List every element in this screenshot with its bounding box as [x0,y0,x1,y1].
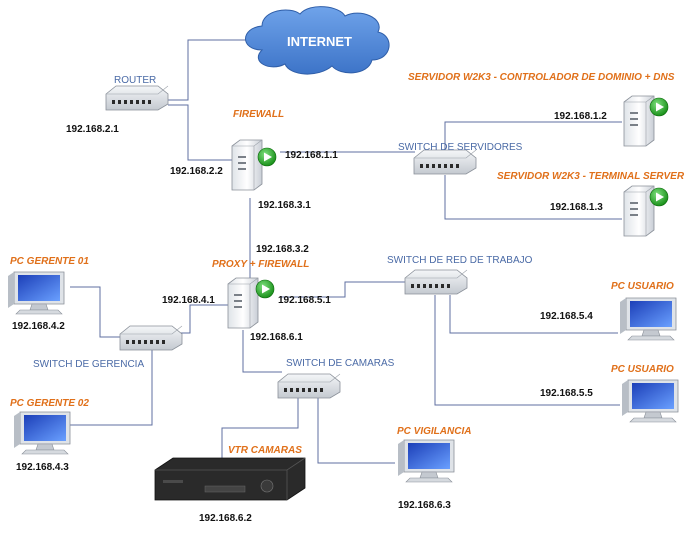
router-icon [105,85,169,111]
proxy-play-icon [255,279,275,299]
link-router-internet [168,39,255,101]
server-dc-icon [623,95,669,147]
link-pc-manager-1-switch [70,286,120,338]
firewall-wan-ip: 192.168.2.2 [170,166,223,177]
server-dc-label: SERVIDOR W2K3 - CONTROLADOR DE DOMINIO +… [408,72,675,83]
link-switch-mgmt-pc-manager-2 [70,350,153,426]
internet-label: INTERNET [287,34,352,49]
vtr-label: VTR CAMARAS [228,445,302,456]
server-dc-play-icon [649,97,669,117]
pc-surveillance-icon [397,439,455,483]
server-ts-play-icon [649,187,669,207]
vtr-dvr-icon [154,457,306,501]
proxy-firewall-label: PROXY + FIREWALL [212,259,310,270]
switch-work-label: SWITCH DE RED DE TRABAJO [387,255,533,266]
switch-servers-label: SWITCH DE SERVIDORES [398,142,523,153]
pc-user-1-label: PC USUARIO [611,281,674,292]
server-ts-label: SERVIDOR W2K3 - TERMINAL SERVER [497,171,685,182]
pc-user-2-ip: 192.168.5.5 [540,388,593,399]
pc-manager-1-label: PC GERENTE 01 [10,256,89,267]
proxy-firewall-server-icon [227,277,275,329]
link-switch-cams-pc-surveillance [317,398,395,464]
link-switch-work-pc-user-1 [449,295,618,334]
pc-user-2-label: PC USUARIO [611,364,674,375]
link-switch-server-ts [444,175,622,220]
pc-surveillance-ip: 192.168.6.3 [398,500,451,511]
pc-manager-2-ip: 192.168.4.3 [16,462,69,473]
proxy-work-ip: 192.168.5.1 [278,295,331,306]
link-proxy-switch-cams [242,330,282,373]
firewall-server-icon [231,139,277,191]
firewall-play-icon [257,147,277,167]
firewall-label: FIREWALL [233,109,285,120]
pc-surveillance-label: PC VIGILANCIA [397,426,472,437]
router-ip: 192.168.2.1 [66,124,119,135]
switch-mgmt-label: SWITCH DE GERENCIA [33,359,145,370]
proxy-mgmt-ip: 192.168.4.1 [162,295,215,306]
link-switch-cams-vtr [221,398,299,462]
switch-work-icon [404,269,468,295]
pc-manager-1-icon [7,271,65,315]
pc-user-2-icon [621,379,679,423]
link-router-firewall [168,104,232,161]
connection-lines [70,39,622,464]
pc-manager-1-ip: 192.168.4.2 [12,321,65,332]
switch-cams-icon [277,373,341,399]
switch-mgmt-icon [119,325,183,351]
vtr-ip: 192.168.6.2 [199,513,252,524]
link-switch-mgmt-proxy [175,304,228,334]
server-ts-icon [623,185,669,237]
link-proxy-switch-work [280,281,405,298]
pc-manager-2-label: PC GERENTE 02 [10,398,89,409]
router-label: ROUTER [114,75,157,86]
switch-servers-icon [413,149,477,175]
firewall-dmz-ip: 192.168.3.1 [258,200,311,211]
switch-cams-label: SWITCH DE CAMARAS [286,358,395,369]
pc-user-1-icon [619,297,677,341]
pc-user-1-ip: 192.168.5.4 [540,311,593,322]
server-ts-ip: 192.168.1.3 [550,202,603,213]
link-switch-work-pc-user-2 [434,295,620,406]
proxy-cams-ip: 192.168.6.1 [250,332,303,343]
proxy-wan-ip: 192.168.3.2 [256,244,309,255]
server-dc-ip: 192.168.1.2 [554,111,607,122]
pc-manager-2-icon [13,411,71,455]
internet-cloud [245,6,390,75]
firewall-lan-ip: 192.168.1.1 [285,150,338,161]
